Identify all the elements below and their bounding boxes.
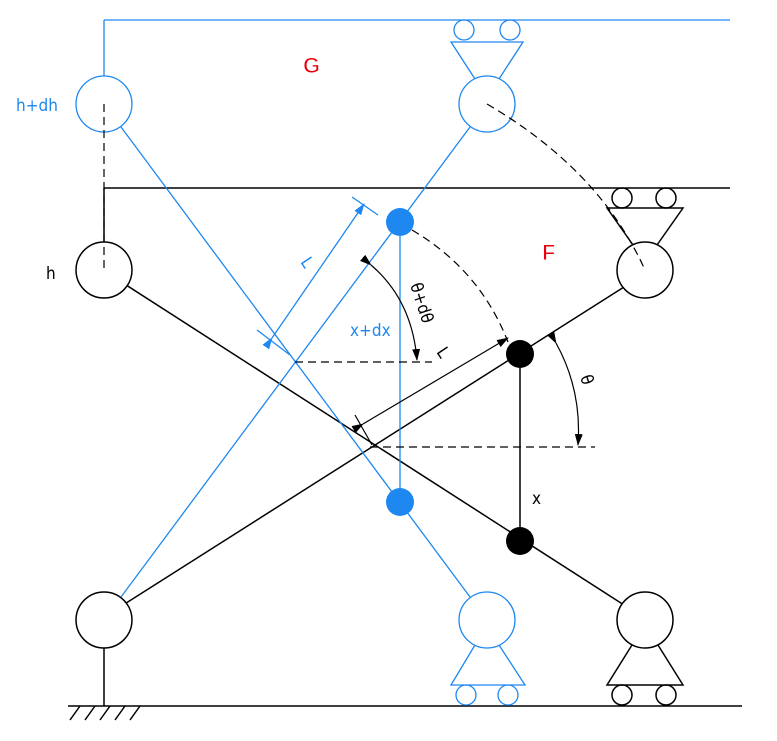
dimension-L-black xyxy=(351,337,509,434)
joint-upper xyxy=(506,340,534,368)
lift-position-h xyxy=(75,187,730,706)
roller-support xyxy=(605,207,685,246)
label-L-blue: L xyxy=(296,254,318,273)
joint-upper-blue xyxy=(386,208,414,236)
label-x: x xyxy=(532,489,541,509)
joint-lower xyxy=(506,527,534,555)
roller-bottom xyxy=(458,591,516,649)
dimension-L-blue xyxy=(262,203,365,350)
angle-theta xyxy=(547,331,583,446)
joint-lower-blue xyxy=(386,488,414,516)
label-L-black: L xyxy=(432,344,454,363)
label-theta: θ xyxy=(575,372,597,387)
label-G: G xyxy=(303,53,320,78)
ground xyxy=(68,648,742,721)
roller-bottom-right xyxy=(616,591,674,649)
construction-lines xyxy=(103,103,646,448)
angle-theta-dtheta xyxy=(360,254,421,361)
label-x-dx: x+dx xyxy=(350,321,391,341)
roller-top-right xyxy=(616,241,674,299)
label-theta-dtheta: θ+dθ xyxy=(405,280,437,325)
scissor-arm xyxy=(122,282,625,606)
dimensions xyxy=(351,254,583,446)
roller-support xyxy=(605,644,685,686)
scissor-arm xyxy=(122,286,625,606)
label-h: h xyxy=(46,264,56,284)
pivot-bottom-left xyxy=(75,591,133,649)
label-h-dh: h+dh xyxy=(16,96,58,116)
label-F: F xyxy=(542,240,555,265)
